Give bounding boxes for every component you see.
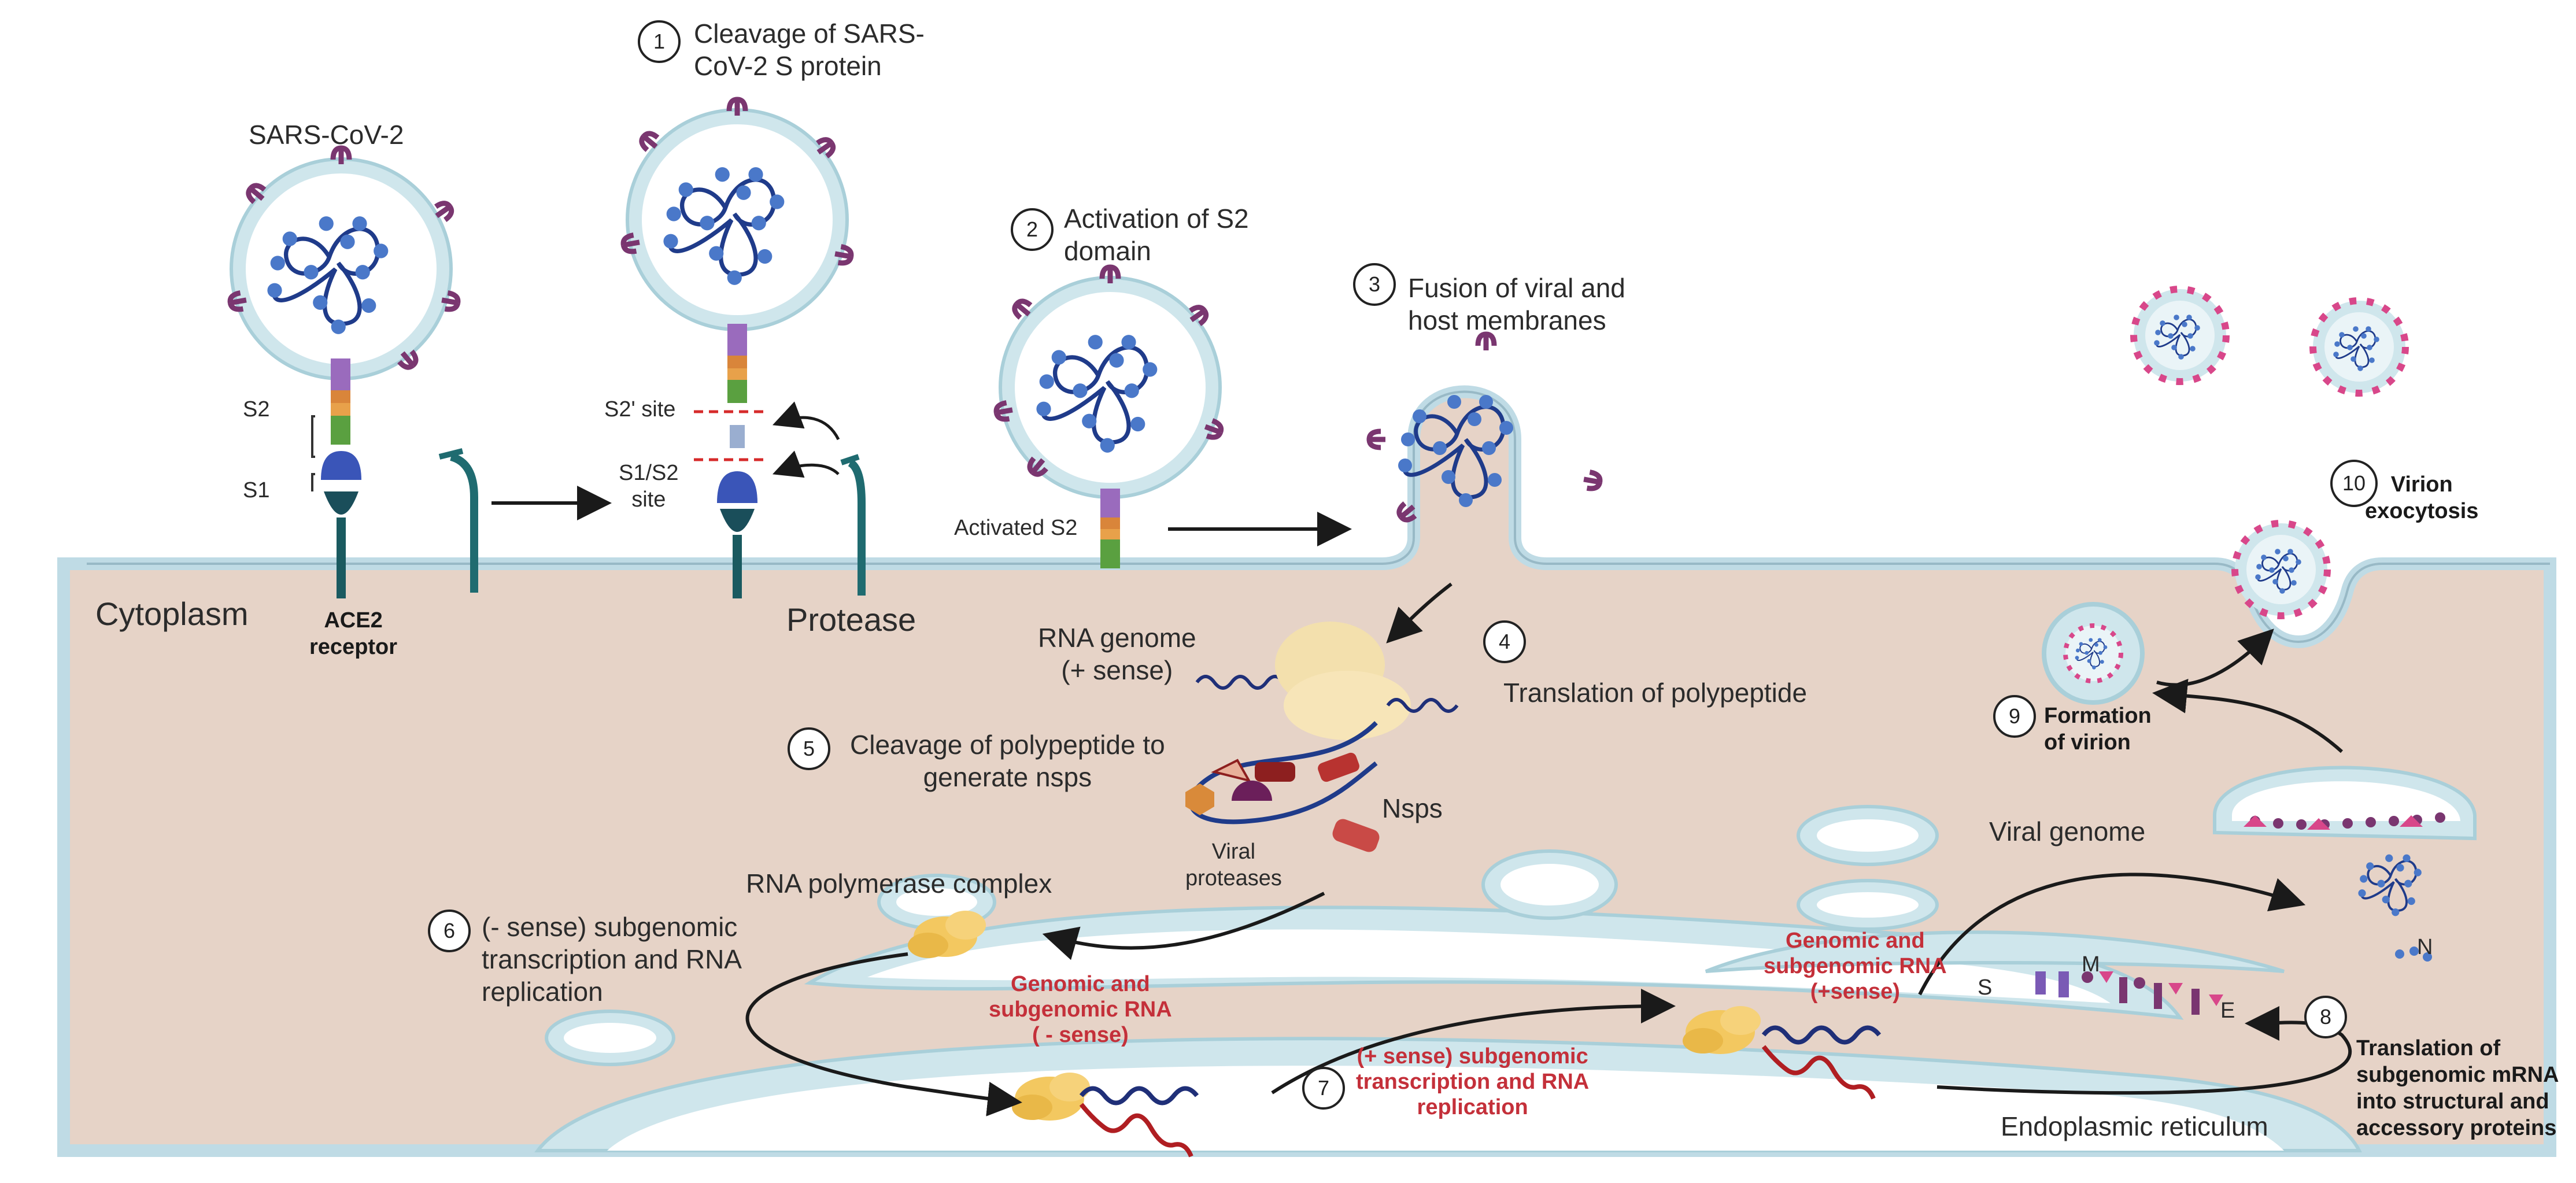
step-5-badge: 5 [788,727,830,770]
viral-genome-label: Viral genome [1989,816,2146,846]
rna-strands [1079,1025,1882,1158]
step-10-badge: 10 [2330,460,2378,507]
s2-prime-site-label: S2' site [604,397,676,422]
step-1-text: Cleavage of SARS-CoV-2 S protein [694,19,925,81]
structural-proteins [2035,971,2223,1015]
virion-cleavage [622,99,866,598]
step-7-badge: 7 [1302,1067,1345,1110]
assembly-vesicle [2213,766,2477,962]
cytoplasm-label: Cytoplasm [95,596,249,632]
rna-polymerase-complex-label: RNA polymerase complex [746,868,1052,899]
endoplasmic-reticulum-label: Endoplasmic reticulum [2001,1111,2268,1141]
n-protein-label: N [2417,935,2433,959]
step-3-badge: 3 [1353,263,1396,306]
e-protein-label: E [2220,999,2235,1023]
cytoplasm-region [57,385,2556,1157]
step-1-badge: 1 [638,20,681,63]
step-9-badge: 9 [1993,695,2036,738]
virion-attached [229,148,459,598]
rna-polymerase-complex [908,911,1761,1121]
step-6-badge: 6 [428,910,471,952]
s2-label: S2 [243,397,270,422]
released-virions [2042,286,2409,705]
step-2-badge: 2 [1011,208,1054,251]
activated-s2-label: Activated S2 [954,516,1078,540]
step-8-badge: 8 [2304,996,2347,1038]
step-4-text: Translation of polypeptide [1503,678,1808,708]
virus-label: SARS-CoV-2 [249,120,404,150]
virion-activated [995,267,1224,568]
process-arrows [745,629,2352,1117]
rna-genome-label: RNA genome(+ sense) [1038,623,1196,685]
s1-label: S1 [243,478,270,502]
s-protein-label: S [1978,975,1993,1000]
step-4-badge: 4 [1483,620,1526,663]
nsps-label: Nsps [1382,793,1443,823]
protease-label: Protease [786,601,916,638]
m-protein-label: M [2082,952,2100,977]
ribosome-translation [1185,622,1459,852]
protease-left [438,448,478,593]
